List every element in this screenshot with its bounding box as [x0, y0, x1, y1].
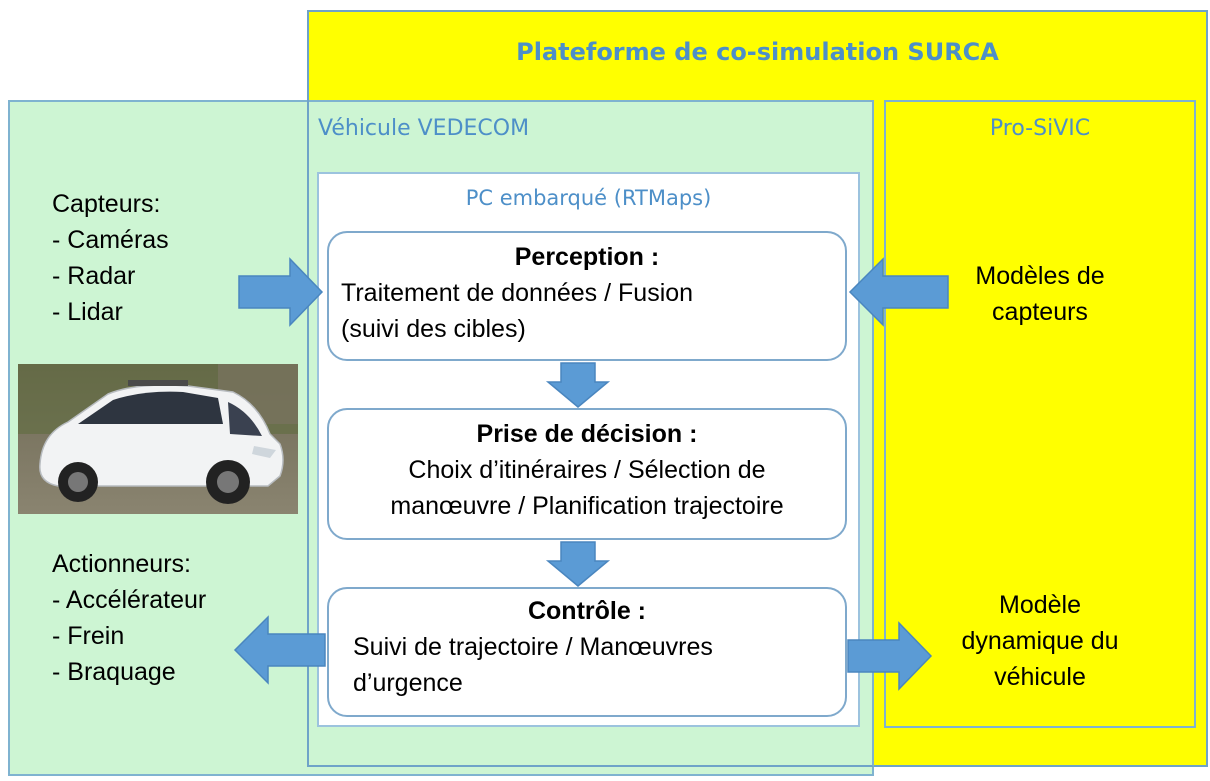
sensor-models-arrow-icon	[848, 257, 949, 327]
sensor-item: - Lidar	[52, 298, 123, 326]
dynamic-model-line: véhicule	[994, 663, 1086, 691]
perception-heading: Perception :	[514, 243, 660, 271]
platform-panel-outline	[307, 100, 874, 767]
control-line: Suivi de trajectoire / Manœuvres	[353, 633, 713, 661]
perception-line: Traitement de données / Fusion	[341, 279, 694, 307]
actuator-item: - Accélérateur	[52, 586, 207, 614]
control-line: d’urgence	[353, 669, 463, 697]
actuator-item: - Frein	[52, 622, 125, 650]
sensor-item: - Radar	[52, 262, 136, 290]
decision-to-control-arrow-icon	[545, 541, 611, 587]
car-photo	[18, 364, 298, 514]
control-heading: Contrôle :	[527, 597, 647, 625]
sensor-models-text: Modèles de capteurs	[884, 258, 1196, 330]
perception-to-decision-arrow-icon	[545, 362, 611, 408]
sensor-models-line: capteurs	[992, 298, 1088, 326]
dynamic-model-line: dynamique du	[961, 627, 1119, 655]
sensors-list: Capteurs: - Caméras - Radar - Lidar	[52, 186, 169, 330]
control-to-actuators-arrow-icon	[233, 615, 326, 685]
perception-line: (suivi des cibles)	[341, 315, 526, 343]
dynamic-model-text: Modèle dynamique du véhicule	[884, 587, 1196, 695]
actuators-title: Actionneurs:	[52, 550, 191, 578]
dynamic-model-line: Modèle	[999, 591, 1081, 619]
decision-line: manœuvre / Planification trajectoire	[390, 492, 784, 520]
decision-heading: Prise de décision :	[476, 420, 698, 448]
sensor-item: - Caméras	[52, 226, 169, 254]
prosivic-panel	[884, 100, 1196, 728]
control-box: Contrôle : Suivi de trajectoire / Manœuv…	[327, 587, 847, 717]
sensor-models-line: Modèles de	[975, 262, 1105, 290]
car-photo-icon	[18, 364, 298, 514]
perception-box: Perception : Traitement de données / Fus…	[327, 231, 847, 361]
prosivic-title: Pro-SiVIC	[989, 116, 1091, 141]
control-to-dynamics-arrow-icon	[847, 621, 933, 691]
actuators-list: Actionneurs: - Accélérateur - Frein - Br…	[52, 546, 206, 690]
sensors-title: Capteurs:	[52, 190, 161, 218]
vehicle-title: Véhicule VEDECOM	[318, 116, 530, 141]
actuator-item: - Braquage	[52, 658, 176, 686]
sensor-input-arrow-icon	[238, 257, 324, 327]
pc-title: PC embarqué (RTMaps)	[465, 186, 712, 210]
decision-box: Prise de décision : Choix d’itinéraires …	[327, 408, 847, 540]
platform-title: Plateforme de co-simulation SURCA	[516, 38, 999, 66]
decision-line: Choix d’itinéraires / Sélection de	[408, 456, 766, 484]
